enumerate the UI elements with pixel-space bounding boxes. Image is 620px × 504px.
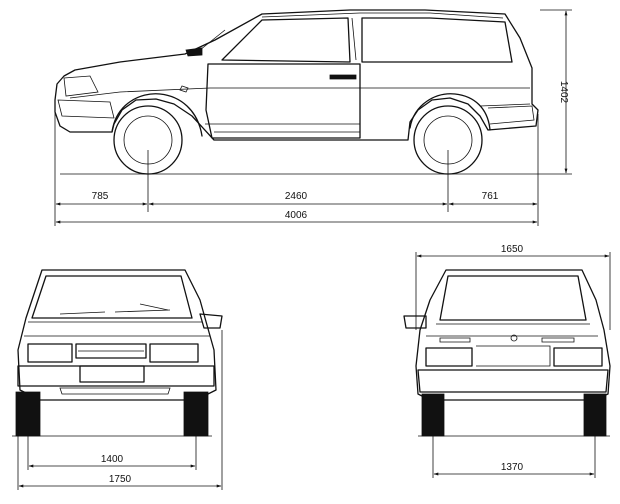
rear-mirror: [403, 315, 427, 329]
side-front-window: [221, 17, 351, 63]
door-handle: [329, 74, 357, 80]
rear-emblem: [510, 334, 518, 342]
dim-overall-width: 1750: [109, 474, 132, 485]
rear-view: 1650 1370: [403, 244, 611, 478]
front-wheel-right: [183, 391, 209, 437]
dim-wheelbase: 2460: [285, 191, 308, 202]
front-body-outline: [17, 269, 217, 401]
front-mirror: [199, 313, 223, 329]
rear-taillight-left: [425, 347, 473, 367]
front-wheel-left: [15, 391, 41, 437]
dim-front-track: 1400: [101, 454, 124, 465]
side-door: [205, 63, 361, 139]
dim-rear-track: 1370: [501, 462, 524, 473]
front-view: 1400 1750: [12, 269, 223, 490]
side-view: 785 2460 761 4006 1402: [54, 9, 572, 226]
rear-taillight-right: [553, 347, 603, 367]
rear-bumper: [417, 369, 609, 393]
dim-rear-width: 1650: [501, 244, 524, 255]
dim-overall-length: 4006: [285, 210, 308, 221]
front-grille: [75, 343, 147, 359]
dim-height: 1402: [558, 81, 569, 104]
front-bumper: [17, 365, 215, 387]
front-headlight-right: [149, 343, 199, 363]
rear-wheel-right: [583, 393, 607, 437]
front-windshield: [31, 275, 193, 319]
rear-window: [439, 275, 587, 321]
front-headlight-left: [27, 343, 73, 363]
side-rear-window: [361, 17, 513, 63]
dim-rear-overhang: 761: [482, 191, 499, 202]
rear-wheel-left: [421, 393, 445, 437]
side-mirror: [185, 47, 203, 57]
front-plate: [79, 365, 145, 383]
dim-front-overhang: 785: [92, 191, 109, 202]
